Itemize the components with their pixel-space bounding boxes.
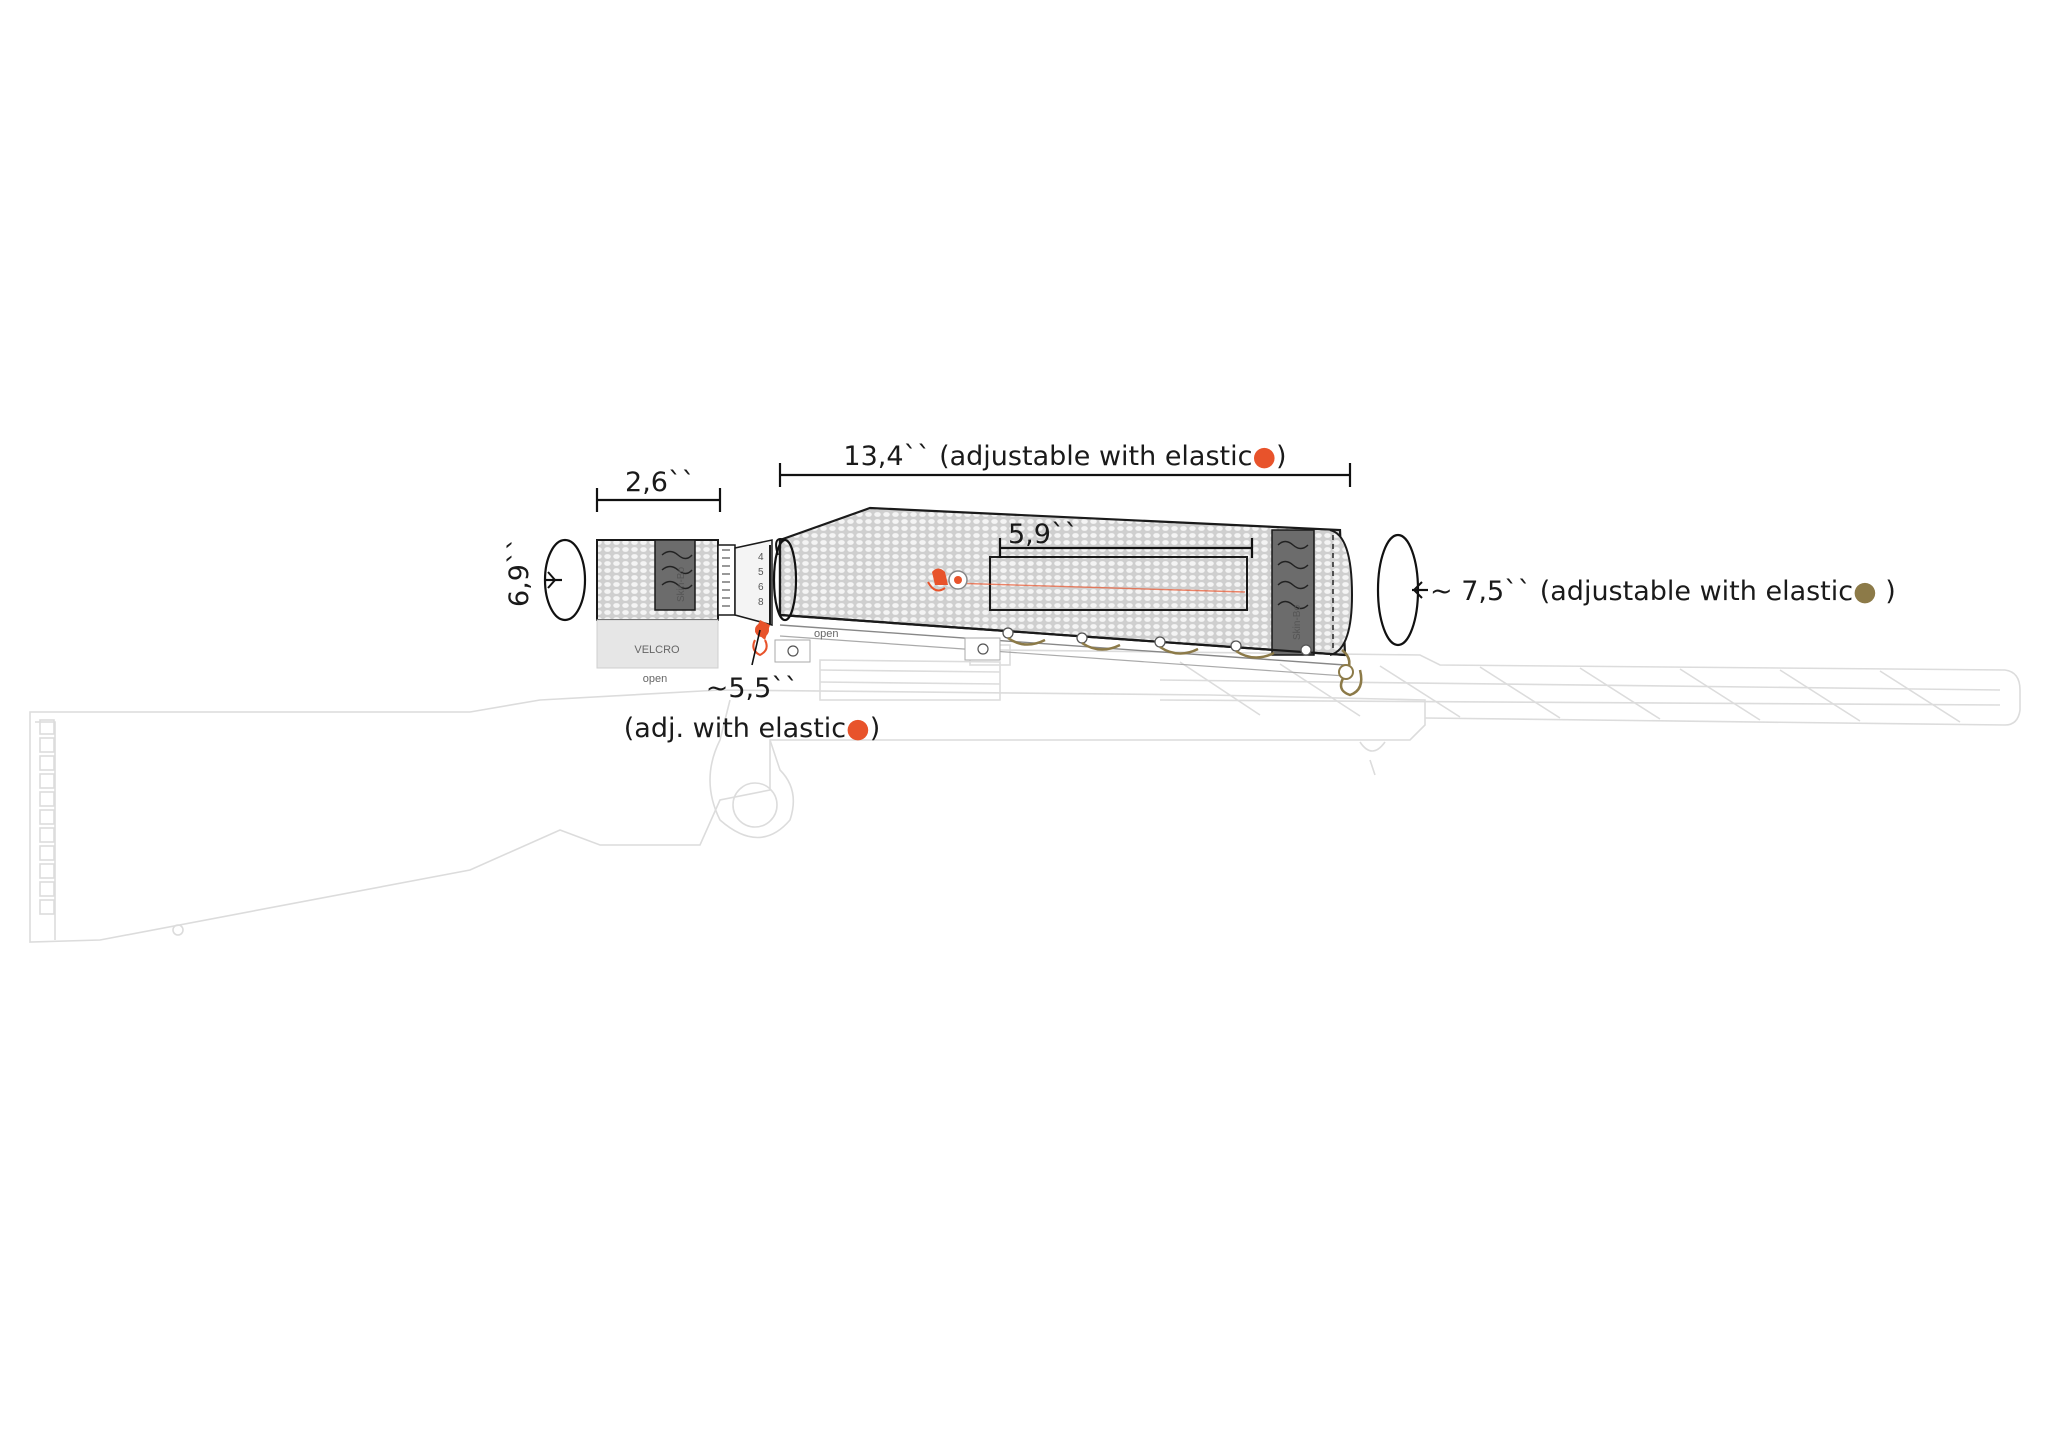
svg-text:6: 6 xyxy=(758,582,764,593)
svg-text:5: 5 xyxy=(758,567,764,578)
window-length-dimension: 5,9`` xyxy=(998,519,1254,558)
eyepiece-open-label: open xyxy=(643,673,667,685)
scope-adjustment-ring: 4 5 6 8 xyxy=(717,539,773,657)
velcro-flap xyxy=(596,619,719,669)
main-length-dimension: 13,4`` (adjustable with elastic●) xyxy=(778,441,1352,487)
eyepiece-length-dimension: 2,6`` xyxy=(595,467,722,512)
velcro-label: VELCRO xyxy=(634,644,680,656)
lacing-hooks xyxy=(1002,627,1312,659)
eyepiece-cover: Skin-Bo VELCRO open xyxy=(596,539,719,685)
middle-circumference-dimension: ~5,5`` (adj. with elastic●) xyxy=(624,538,881,744)
objective-brand-text: Skin-Bo xyxy=(1292,605,1303,640)
objective-brand-patch xyxy=(1271,529,1315,656)
middle-circumference-text: ~5,5`` xyxy=(706,673,799,704)
olive-elastic-toggle xyxy=(1338,649,1363,697)
svg-text:4: 4 xyxy=(758,552,764,563)
elastic-orange-dot-icon: ● xyxy=(1252,441,1276,472)
elastic-olive-dot-icon: ● xyxy=(1853,576,1877,607)
buttstock-checkering xyxy=(39,719,55,915)
main-open-label: open xyxy=(814,628,838,640)
eyepiece-length-text: 2,6`` xyxy=(625,467,695,498)
objective-circumference-dimension: ~ 7,5`` (adjustable with elastic● ) xyxy=(1376,533,1896,647)
viewing-window xyxy=(989,556,1248,611)
eyepiece-brand-text: Skin-Bo xyxy=(676,567,687,602)
elastic-orange-dot-icon: ● xyxy=(846,713,870,744)
eyepiece-circumference-text: 6,9`` xyxy=(504,537,535,607)
window-length-text: 5,9`` xyxy=(1008,519,1078,550)
middle-note-text: (adj. with elastic●) xyxy=(624,713,881,744)
objective-circumference-text: ~ 7,5`` (adjustable with elastic● ) xyxy=(1430,576,1896,607)
main-cover: Skin-Bo open xyxy=(769,506,1363,697)
eyepiece-circumference-dimension: 6,9`` xyxy=(504,537,587,622)
rifle-outline xyxy=(29,644,2021,943)
eyepiece-brand-patch xyxy=(654,539,696,611)
elastic-tensioner xyxy=(927,568,968,592)
svg-text:8: 8 xyxy=(758,597,764,608)
main-length-text: 13,4`` (adjustable with elastic●) xyxy=(843,441,1286,472)
